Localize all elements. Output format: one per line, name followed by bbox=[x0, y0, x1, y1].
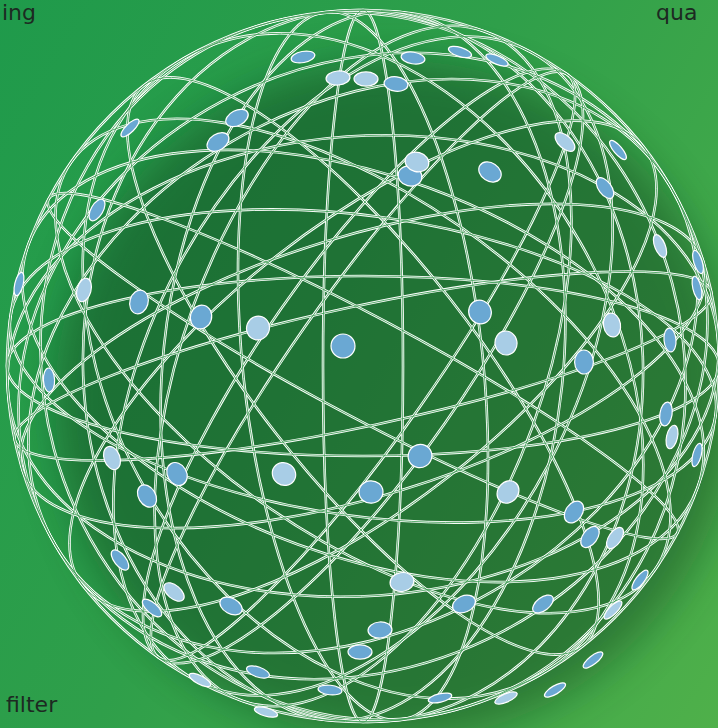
network-node bbox=[326, 329, 360, 363]
network-node bbox=[690, 249, 705, 274]
network-node bbox=[607, 138, 629, 162]
network-node bbox=[475, 158, 505, 186]
network-node bbox=[530, 592, 557, 617]
network-node bbox=[629, 568, 650, 592]
network-node bbox=[134, 481, 161, 510]
edge-label-text: filter bbox=[6, 692, 57, 718]
network-node bbox=[560, 497, 587, 526]
network-node bbox=[651, 233, 670, 259]
network-node bbox=[187, 302, 214, 331]
network-node bbox=[574, 350, 593, 374]
network-node bbox=[404, 440, 437, 472]
network-node bbox=[217, 593, 245, 618]
network-node bbox=[268, 458, 300, 490]
network-node bbox=[383, 75, 409, 92]
network-node bbox=[187, 671, 212, 690]
network-node bbox=[602, 312, 623, 338]
network-node bbox=[118, 117, 141, 140]
network-node bbox=[552, 129, 578, 155]
network-node bbox=[245, 663, 271, 680]
network-node bbox=[204, 129, 233, 155]
network-node bbox=[484, 51, 509, 68]
network-node bbox=[450, 592, 479, 616]
network-node bbox=[108, 547, 132, 573]
network-node bbox=[577, 523, 603, 551]
network-node bbox=[690, 275, 704, 300]
network-node bbox=[348, 645, 372, 659]
network-node bbox=[664, 424, 680, 450]
network-node bbox=[690, 442, 704, 467]
network-node bbox=[493, 476, 524, 507]
network-node bbox=[603, 525, 627, 552]
network-node bbox=[663, 328, 677, 353]
network-nodes bbox=[12, 44, 705, 719]
edge-label-text: ing bbox=[2, 0, 36, 26]
network-node bbox=[160, 579, 187, 605]
network-node bbox=[223, 106, 251, 130]
network-node bbox=[400, 50, 426, 65]
network-node bbox=[354, 72, 378, 86]
network-node bbox=[389, 571, 416, 594]
network-node bbox=[465, 296, 495, 327]
network-node bbox=[12, 271, 26, 296]
network-node bbox=[493, 689, 518, 706]
network-node bbox=[253, 705, 278, 720]
sphere-shadow bbox=[55, 60, 718, 728]
network-node bbox=[140, 596, 165, 620]
network-node bbox=[290, 49, 316, 65]
network-node bbox=[86, 197, 108, 224]
network-node bbox=[447, 44, 473, 60]
network-node bbox=[427, 691, 452, 705]
network-node bbox=[403, 150, 431, 175]
network-node bbox=[602, 598, 625, 621]
network-node bbox=[593, 175, 618, 202]
network-node bbox=[358, 480, 383, 504]
network-node bbox=[163, 459, 192, 489]
network-node bbox=[543, 680, 568, 699]
network-node bbox=[493, 329, 519, 356]
network-node bbox=[581, 649, 605, 670]
network-node bbox=[74, 277, 94, 304]
network-node bbox=[243, 313, 273, 343]
network-node bbox=[127, 288, 151, 316]
network-node bbox=[318, 684, 343, 696]
network-node bbox=[658, 401, 674, 427]
network-node bbox=[368, 621, 393, 639]
network-node bbox=[100, 444, 123, 472]
network-node bbox=[43, 368, 55, 392]
network-node bbox=[325, 70, 350, 86]
edge-label-text: qua bbox=[656, 0, 697, 26]
